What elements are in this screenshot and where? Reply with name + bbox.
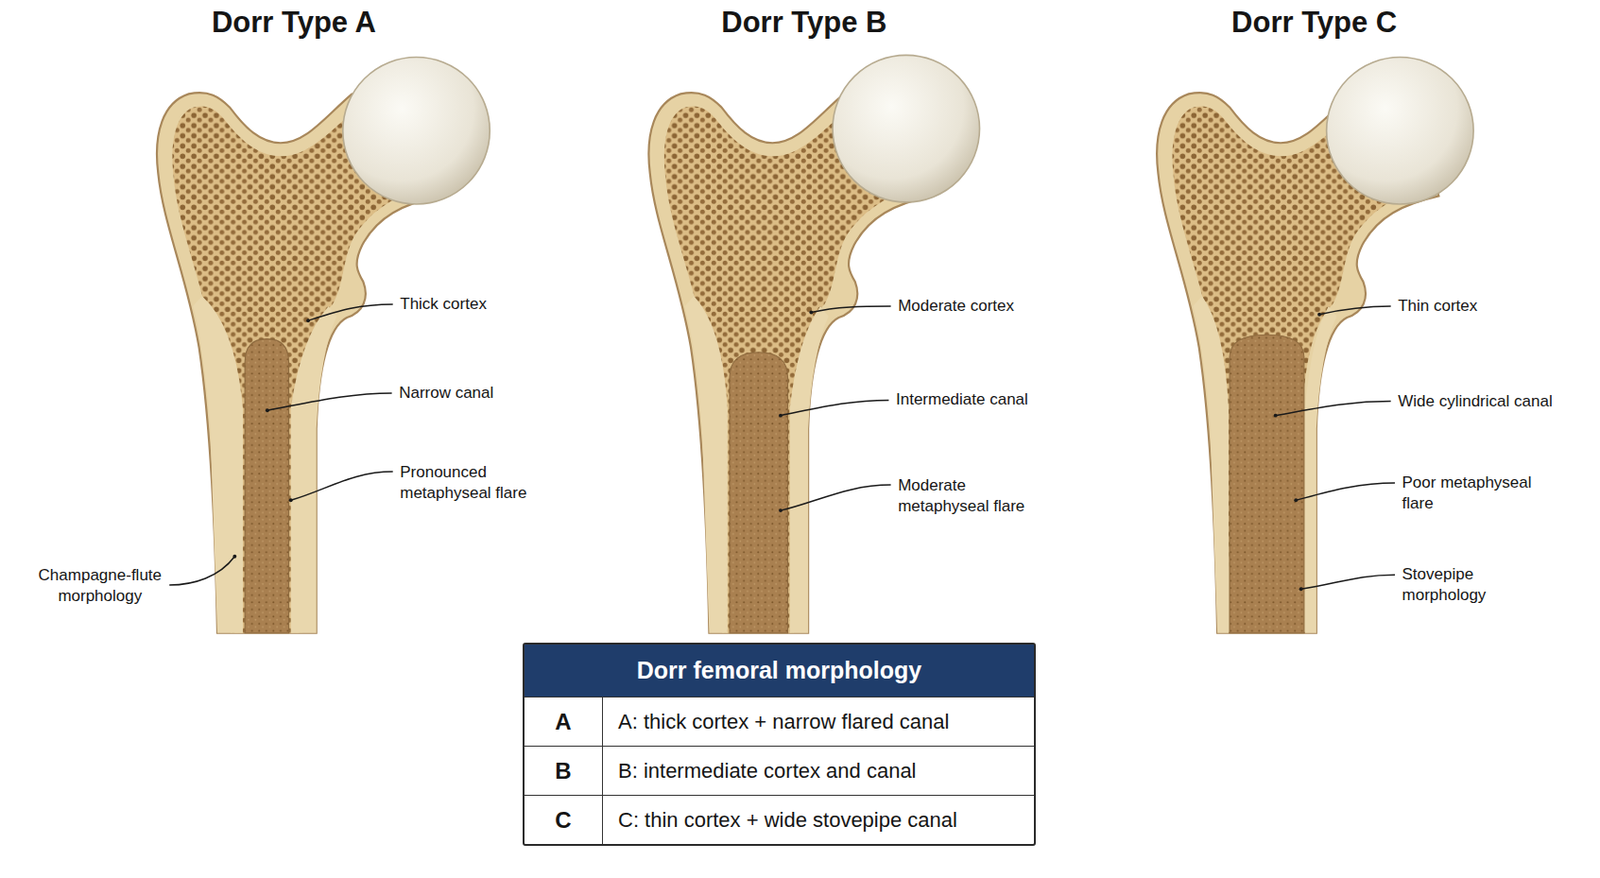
table-cell: C [524,795,603,844]
callout-label: Narrow canal [398,382,494,404]
leader-lines [169,304,1395,589]
table-cell: A [524,697,603,746]
panel-heading: Dorr Type B [721,3,887,42]
table-cell: B: intermediate cortex and canal [602,746,938,795]
table-row: AA: thick cortex + narrow flared canal [524,696,1034,746]
callout-label: Thin cortex [1397,295,1478,317]
callout-label: Stovepipe morphology [1402,564,1516,606]
table-header: Dorr femoral morphology [524,644,1034,697]
table-title: Dorr femoral morphology [636,656,922,685]
panel-heading: Dorr Type C [1231,3,1397,42]
table-row: CC: thin cortex + wide stovepipe canal [524,794,1034,844]
table-cell: C: thin cortex + wide stovepipe canal [602,795,979,844]
callout-label: Pronounced metaphyseal flare [399,462,542,504]
table-cell: A: thick cortex + narrow flared canal [602,697,970,746]
callout-label: Wide cylindrical canal [1397,390,1552,412]
femur-c [1156,56,1474,633]
callout-label: Champagne-flute morphology [35,565,164,607]
table-row: BB: intermediate cortex and canal [524,745,1034,795]
femur-b [648,54,980,633]
panel-heading: Dorr Type A [211,3,377,42]
summary-table: Dorr femoral morphologyAA: thick cortex … [522,642,1036,846]
femur-a [156,56,490,633]
callout-label: Moderate cortex [897,295,1015,317]
callout-label: Intermediate canal [895,389,1029,411]
callout-label: Thick cortex [399,293,487,315]
callout-label: Moderate metaphyseal flare [897,475,1040,517]
leader-dots [232,310,1322,592]
callout-label: Poor metaphyseal flare [1402,472,1535,515]
table-cell: B [524,746,603,795]
